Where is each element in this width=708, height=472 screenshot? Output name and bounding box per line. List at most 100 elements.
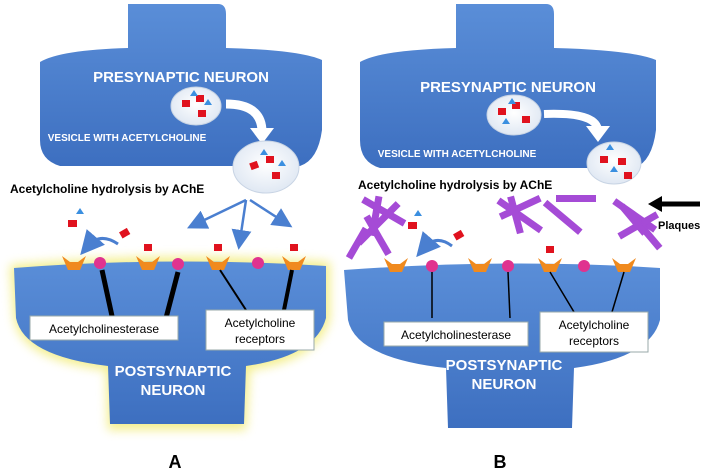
pointer-line-b	[611, 271, 625, 313]
receptor-box-line1-a: Acetylcholine	[225, 316, 296, 330]
ach-molecule	[624, 172, 632, 179]
ach-molecule	[249, 160, 260, 171]
vesicle-label-b: VESICLE WITH ACETYLCHOLINE	[378, 149, 537, 160]
vesicle-label-a: VESICLE WITH ACETYLCHOLINE	[48, 133, 207, 144]
ach-molecule	[260, 149, 268, 155]
ach-molecule	[498, 108, 506, 115]
receptor-box-a	[205, 309, 315, 351]
vesicle-b-1	[486, 94, 542, 136]
plaques-pointer-head	[648, 196, 662, 212]
ach-molecule	[214, 244, 222, 251]
release-arrow-a	[225, 99, 267, 133]
receptor-box-line1-b: Acetylcholine	[559, 318, 630, 332]
receptor	[62, 256, 86, 270]
hydrolysis-label-b: Acetylcholine hydrolysis by AChE	[358, 178, 552, 192]
ach-molecule	[508, 98, 516, 104]
plaque-rod	[498, 194, 542, 220]
diffusion-arrow-a	[249, 198, 293, 228]
pointer-line-b	[507, 271, 511, 319]
panel-letter-a: A	[169, 452, 182, 472]
vesicle-a-1	[170, 86, 222, 126]
postsynaptic-neuron-a	[14, 261, 326, 424]
release-arrowhead-a	[250, 128, 274, 144]
ach-molecule	[266, 156, 274, 163]
ach-molecule	[546, 246, 554, 253]
enzyme-ache	[502, 260, 514, 272]
enzyme-ache	[252, 257, 264, 269]
receptor-box-line2-a: receptors	[235, 332, 285, 346]
panel-letter-b: B	[494, 452, 507, 472]
ach-molecule	[618, 158, 626, 165]
pointer-line-b	[549, 271, 575, 313]
ach-molecule	[68, 220, 77, 227]
postsynaptic-label-b-1: POSTSYNAPTIC	[446, 357, 563, 374]
vesicle-a-2	[232, 140, 300, 194]
plaque-rod	[345, 226, 369, 260]
postsynaptic-label-a-1: POSTSYNAPTIC	[115, 363, 232, 380]
pointer-line-a	[282, 269, 294, 311]
receptor	[206, 256, 230, 270]
receptor	[468, 258, 492, 272]
plaque-rod	[556, 195, 596, 202]
receptor	[136, 256, 160, 270]
plaque-rod	[619, 203, 648, 236]
hydrolysis-arrow-b	[416, 231, 453, 258]
pointer-line-a	[219, 269, 247, 311]
enzyme-ache	[426, 260, 438, 272]
ach-molecule	[408, 222, 417, 229]
release-arrowhead-b	[586, 126, 610, 142]
receptor	[612, 258, 636, 272]
vesicle-b-2	[586, 141, 642, 185]
presynaptic-neuron-b	[360, 4, 656, 168]
presynaptic-label-b: PRESYNAPTIC NEURON	[420, 79, 596, 96]
ach-molecule	[119, 227, 131, 239]
enzyme-ache	[578, 260, 590, 272]
panel-b: PRESYNAPTIC NEURON VESICLE WITH ACETYLCH…	[344, 4, 700, 472]
ach-molecule	[182, 100, 190, 107]
ach-molecule	[512, 102, 520, 109]
receptor	[384, 258, 408, 272]
presynaptic-label-a: PRESYNAPTIC NEURON	[93, 69, 269, 86]
panel-a: PRESYNAPTIC NEURON VESICLE WITH ACETYLCH…	[10, 4, 330, 472]
plaques-label: Plaques	[658, 220, 700, 232]
plaque-rod	[363, 214, 392, 257]
receptor-row-a	[62, 244, 306, 270]
ache-box-b	[383, 321, 529, 347]
ach-molecule	[144, 244, 152, 251]
plaque-rod	[496, 197, 544, 234]
receptor-box-b	[539, 311, 649, 353]
ach-molecule	[278, 160, 286, 166]
ach-molecule	[414, 210, 422, 216]
enzyme-ache	[94, 257, 106, 269]
ach-molecule	[502, 118, 510, 124]
ach-molecule	[522, 116, 530, 123]
enzyme-ache	[172, 258, 184, 270]
amyloid-plaques	[345, 194, 663, 260]
ach-molecule	[204, 99, 212, 105]
receptor	[538, 258, 562, 272]
postsynaptic-label-b-2: NEURON	[471, 376, 536, 393]
plaque-rod	[507, 195, 524, 235]
presynaptic-neuron-a	[40, 4, 322, 166]
receptor	[282, 256, 306, 270]
ache-box-label-a: Acetylcholinesterase	[49, 322, 159, 336]
receptor-box-line2-b: receptors	[569, 334, 619, 348]
hydrolysis-label-a: Acetylcholine hydrolysis by AChE	[10, 182, 204, 196]
ach-molecule	[290, 244, 298, 251]
pointer-line-a	[163, 271, 181, 319]
plaque-rod	[361, 196, 407, 227]
hydrolysis-arrow-a	[80, 229, 119, 256]
ach-molecule	[272, 172, 280, 179]
ach-molecule	[453, 229, 465, 241]
pointer-line-a	[99, 269, 115, 317]
ache-box-a	[29, 315, 179, 341]
postsynaptic-label-a-2: NEURON	[140, 382, 205, 399]
ach-molecule	[606, 144, 614, 150]
diffusion-arrow-a	[186, 198, 247, 229]
ache-box-label-b: Acetylcholinesterase	[401, 328, 511, 342]
ach-molecule	[190, 90, 198, 96]
ach-molecule	[76, 208, 84, 214]
plaque-rod	[542, 199, 583, 235]
